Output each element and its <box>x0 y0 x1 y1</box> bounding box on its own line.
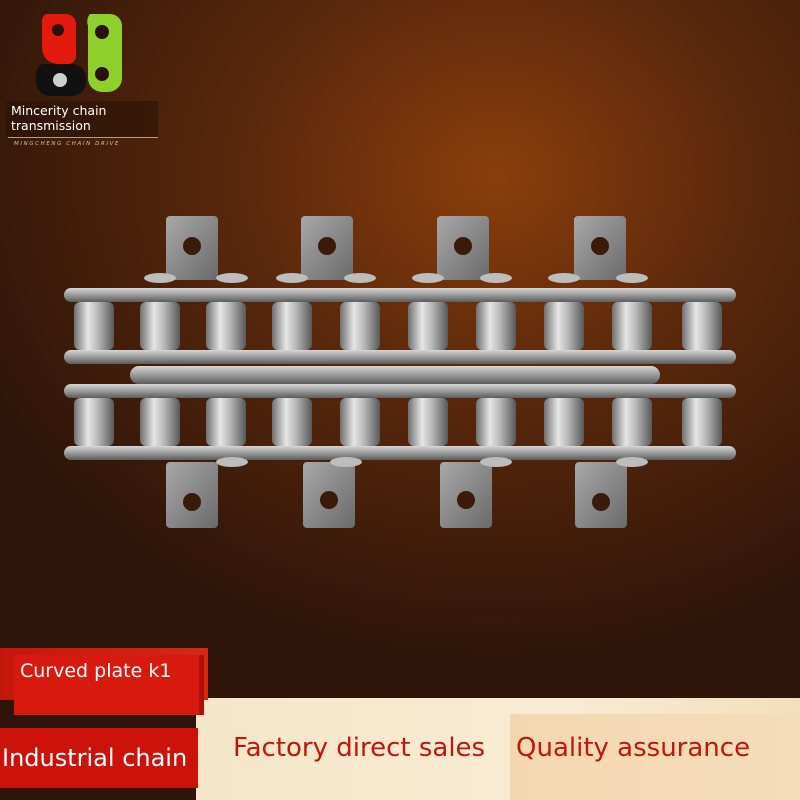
bottom-attachment-tabs <box>166 462 627 528</box>
roller-row-top <box>74 302 722 350</box>
chain-plates <box>64 288 736 460</box>
product-label: Curved plate k1 <box>14 655 204 715</box>
brand-subtitle: MINGCHENG CHAIN DRIVE <box>14 141 121 147</box>
brand-name-box <box>6 101 158 137</box>
quality-box <box>510 714 800 800</box>
factory-direct-sales-text: Factory direct sales <box>233 733 486 763</box>
pin-ends <box>144 273 648 467</box>
industrial-chain-banner: Industrial chain <box>0 728 198 788</box>
roller-row-bottom <box>74 398 722 446</box>
chain-link-logo-icon <box>36 14 122 96</box>
brand-name: Mincerity chain transmission <box>11 103 107 133</box>
quality-assurance-text: Quality assurance <box>516 733 751 763</box>
brand-divider <box>8 137 158 138</box>
top-attachment-tabs <box>166 216 626 280</box>
brand-logo <box>0 0 170 160</box>
